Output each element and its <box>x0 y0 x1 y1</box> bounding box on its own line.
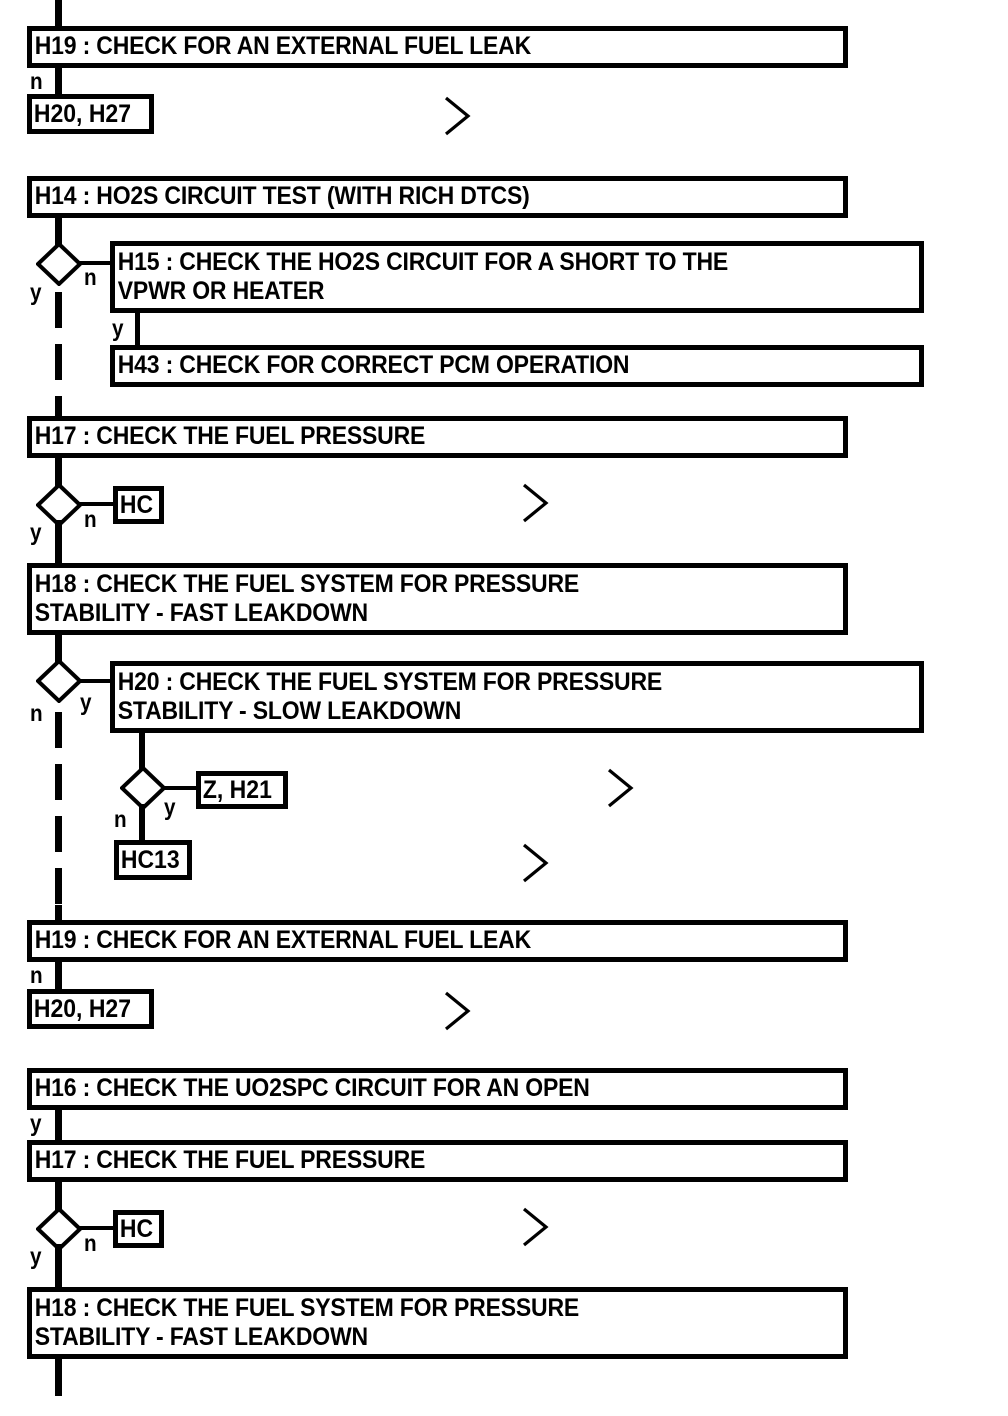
process-box-h16[interactable]: H16 : CHECK THE UO2SPC CIRCUIT FOR AN OP… <box>27 1068 848 1110</box>
spine-dash <box>55 712 62 748</box>
process-box-h18-bottom[interactable]: H18 : CHECK THE FUEL SYSTEM FOR PRESSURE… <box>27 1287 848 1359</box>
branch-label-n: n <box>84 1230 97 1256</box>
branch-label-y: y <box>164 794 176 820</box>
process-box-h43[interactable]: H43 : CHECK FOR CORRECT PCM OPERATION <box>110 345 924 387</box>
terminal-box-label: HC <box>119 490 154 519</box>
process-box-label: H14 : HO2S CIRCUIT TEST (WITH RICH DTCS) <box>34 182 530 210</box>
spine-bottom <box>55 1357 62 1396</box>
connector-h14-to-decision1 <box>55 216 62 246</box>
spine-dash <box>55 905 62 922</box>
process-box-label: H17 : CHECK THE FUEL PRESSURE <box>34 1146 426 1174</box>
terminal-box-h20-h27-bottom[interactable]: H20, H27 <box>27 989 154 1029</box>
connector-h19top-to-h20h27 <box>55 66 62 96</box>
connector-decision3-to-h20 <box>78 679 114 683</box>
terminal-box-label: H20, H27 <box>33 99 132 128</box>
process-box-label: H18 : CHECK THE FUEL SYSTEM FOR PRESSURE… <box>34 569 580 627</box>
terminal-box-label: HC13 <box>120 845 180 874</box>
branch-label-y: y <box>30 279 42 305</box>
process-box-label: H18 : CHECK THE FUEL SYSTEM FOR PRESSURE… <box>34 1293 580 1351</box>
terminal-box-hc13[interactable]: HC13 <box>114 840 192 880</box>
process-box-label: H19 : CHECK FOR AN EXTERNAL FUEL LEAK <box>34 926 532 954</box>
branch-label-y: y <box>30 519 42 545</box>
connector-decision2-yes <box>55 520 62 565</box>
process-box-label: H17 : CHECK THE FUEL PRESSURE <box>34 422 426 450</box>
process-box-h15[interactable]: H15 : CHECK THE HO2S CIRCUIT FOR A SHORT… <box>110 241 924 313</box>
process-box-label: H20 : CHECK THE FUEL SYSTEM FOR PRESSURE… <box>117 667 663 725</box>
branch-label-n: n <box>30 962 43 988</box>
connector-decision2-to-hc <box>78 502 116 506</box>
chevron-right-icon <box>518 1205 558 1249</box>
connector-h18first-to-decision3 <box>55 633 62 663</box>
branch-label-n: n <box>114 806 127 832</box>
connector-h15-to-h43 <box>135 311 140 347</box>
chevron-right-icon <box>518 481 558 525</box>
connector-h19bottom-to-h20h27 <box>55 960 62 990</box>
chevron-right-icon <box>440 94 480 138</box>
branch-label-y: y <box>112 315 124 341</box>
connector-decision4-to-zh21 <box>162 786 202 790</box>
terminal-box-h20-h27-top[interactable]: H20, H27 <box>27 94 154 134</box>
spine-dash <box>55 816 62 852</box>
connector-decision4-no <box>139 804 145 844</box>
chevron-right-icon <box>440 989 480 1033</box>
connector-decision1-to-h15 <box>78 261 114 265</box>
branch-label-n: n <box>84 506 97 532</box>
decision-diamond-1[interactable] <box>36 242 82 286</box>
process-box-h17-first[interactable]: H17 : CHECK THE FUEL PRESSURE <box>27 416 848 458</box>
branch-label-n: n <box>30 700 43 726</box>
process-box-label: H16 : CHECK THE UO2SPC CIRCUIT FOR AN OP… <box>34 1074 590 1102</box>
terminal-box-hc-first[interactable]: HC <box>113 486 164 524</box>
terminal-box-label: HC <box>119 1214 154 1243</box>
connector-h16-to-h17bottom <box>55 1108 62 1142</box>
terminal-box-hc-bottom[interactable]: HC <box>113 1210 164 1248</box>
process-box-h19-top[interactable]: H19 : CHECK FOR AN EXTERNAL FUEL LEAK <box>27 26 848 68</box>
spine-dash <box>55 764 62 800</box>
process-box-h19-bottom[interactable]: H19 : CHECK FOR AN EXTERNAL FUEL LEAK <box>27 920 848 962</box>
terminal-box-label: Z, H21 <box>202 775 272 804</box>
chevron-right-icon <box>603 766 643 810</box>
connector-decision5-to-hc <box>78 1226 116 1230</box>
spine-dash <box>55 292 62 328</box>
spine-top <box>55 0 62 30</box>
connector-h17bottom-to-decision5 <box>55 1180 62 1210</box>
decision-diamond-3[interactable] <box>36 659 82 703</box>
chevron-right-icon <box>518 841 558 885</box>
process-box-h17-bottom[interactable]: H17 : CHECK THE FUEL PRESSURE <box>27 1140 848 1182</box>
branch-label-n: n <box>30 68 43 94</box>
process-box-h14[interactable]: H14 : HO2S CIRCUIT TEST (WITH RICH DTCS) <box>27 176 848 218</box>
spine-dash <box>55 344 62 380</box>
connector-h17first-to-decision2 <box>55 456 62 486</box>
process-box-h20[interactable]: H20 : CHECK THE FUEL SYSTEM FOR PRESSURE… <box>110 661 924 733</box>
spine-dash <box>55 396 62 418</box>
branch-label-n: n <box>84 264 97 290</box>
process-box-label: H43 : CHECK FOR CORRECT PCM OPERATION <box>117 351 630 379</box>
process-box-label: H15 : CHECK THE HO2S CIRCUIT FOR A SHORT… <box>117 247 729 305</box>
spine-dash <box>55 868 62 904</box>
terminal-box-label: H20, H27 <box>33 994 132 1023</box>
branch-label-y: y <box>30 1243 42 1269</box>
connector-decision5-yes <box>55 1244 62 1289</box>
process-box-label: H19 : CHECK FOR AN EXTERNAL FUEL LEAK <box>34 32 532 60</box>
branch-label-y: y <box>80 689 92 715</box>
branch-label-y: y <box>30 1110 42 1136</box>
connector-h20-to-decision4 <box>139 731 145 770</box>
process-box-h18-first[interactable]: H18 : CHECK THE FUEL SYSTEM FOR PRESSURE… <box>27 563 848 635</box>
terminal-box-z-h21[interactable]: Z, H21 <box>196 771 288 809</box>
